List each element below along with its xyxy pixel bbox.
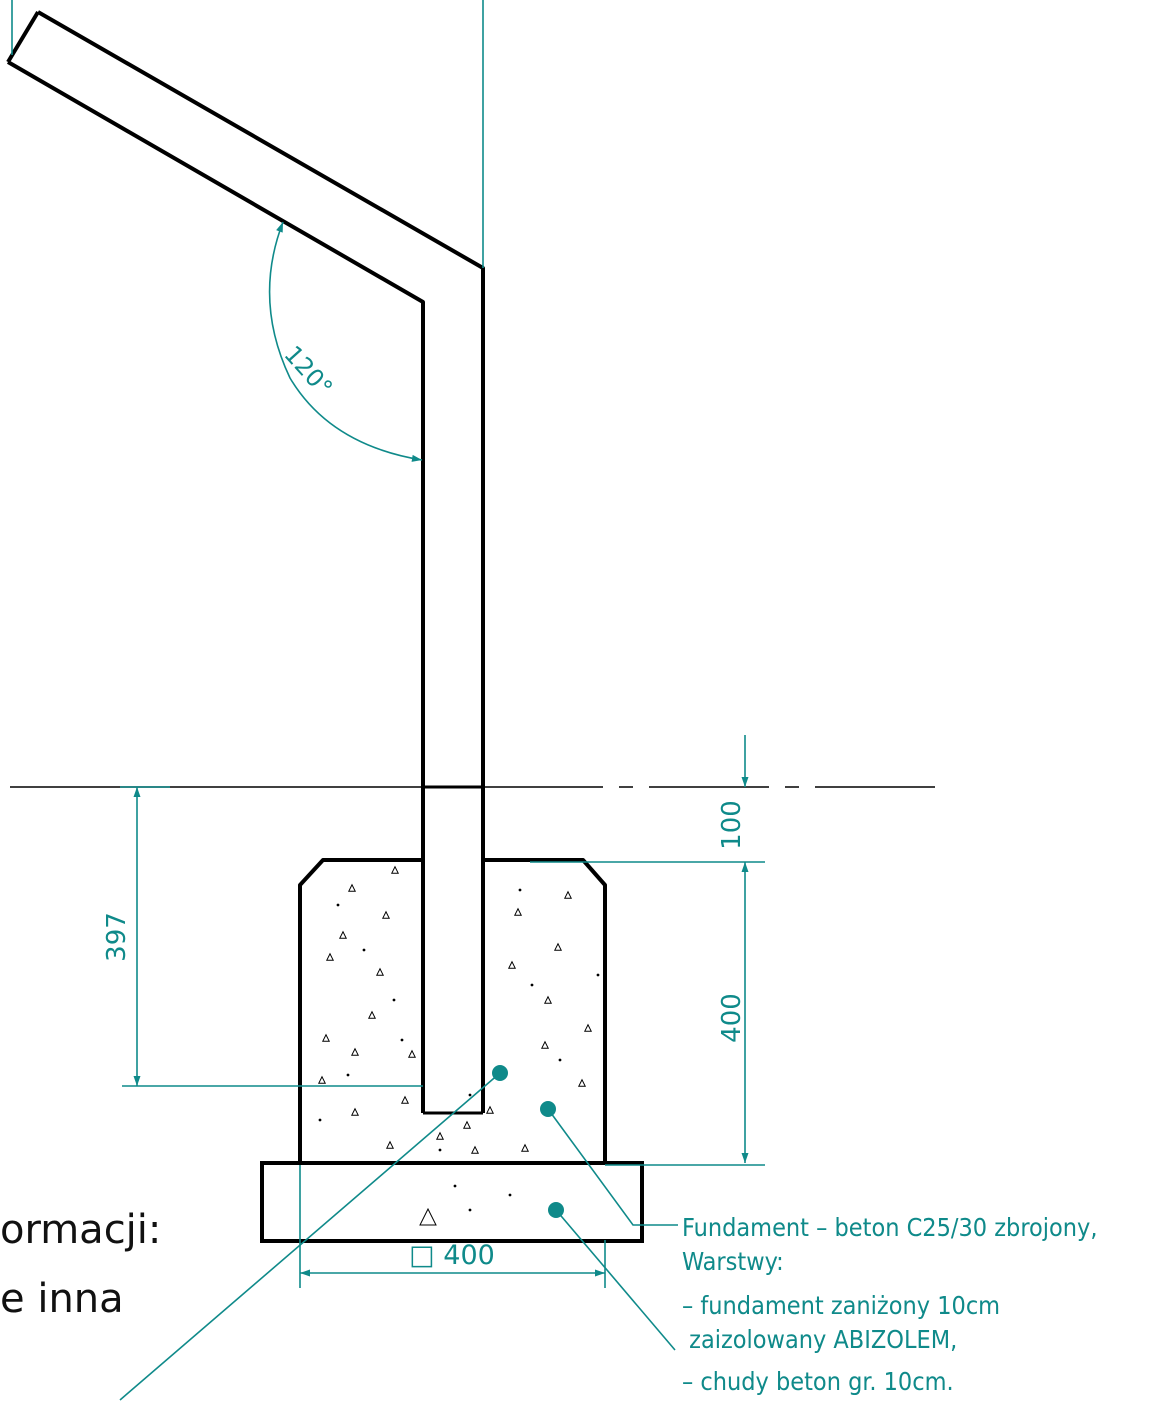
aggregate-mark [325, 952, 335, 961]
aggregate-mark [553, 942, 563, 951]
note-line-4: zaizolowany ABIZOLEM, [682, 1325, 957, 1354]
aggregate-mark [485, 1105, 495, 1114]
aggregate-dot [508, 1193, 512, 1197]
aggregate-mark [462, 1120, 472, 1129]
aggregate-dot [318, 1118, 322, 1122]
aggregate-dot [453, 1184, 457, 1188]
aggregate-mark [507, 960, 517, 969]
aggregate-mark [543, 995, 553, 1004]
aggregate-mark [381, 910, 391, 919]
aggregate-dot [530, 983, 534, 987]
aggregate-mark [350, 1047, 360, 1056]
post-outline [6, 10, 485, 1115]
aggregate-mark [583, 1023, 593, 1032]
lean-concrete-slab [260, 1161, 644, 1243]
note-line-2: Warstwy: [682, 1247, 784, 1276]
note-line-3: – fundament zaniżony 10cm [682, 1291, 1000, 1320]
aggregate-mark [435, 1131, 445, 1140]
aggregate-mark [338, 930, 348, 939]
aggregate-mark [419, 1207, 437, 1226]
aggregate-mark [350, 1107, 360, 1116]
aggregate-dot [438, 1148, 442, 1152]
foundation-block [298, 858, 607, 1164]
aggregate-dot [362, 948, 366, 952]
aggregate-dot [400, 1038, 404, 1042]
specification-note: Fundament – beton C25/30 zbrojony, Warst… [682, 1213, 1098, 1396]
aggregate-mark [407, 1049, 417, 1058]
aggregate-mark [563, 890, 573, 899]
aggregate-mark [520, 1143, 530, 1152]
aggregate-mark [367, 1010, 377, 1019]
aggregate-dot [596, 973, 600, 977]
dimension-lines [11, 0, 765, 1401]
aggregate-mark [317, 1075, 327, 1084]
cover-label: 100 [717, 800, 747, 850]
note-line-5: – chudy beton gr. 10cm. [682, 1367, 954, 1396]
aggregate-dot [468, 1093, 472, 1097]
cutoff-text-1: ormacji: [0, 1207, 161, 1253]
aggregate-dot [336, 903, 340, 907]
aggregate-mark [400, 1095, 410, 1104]
cutoff-text-2: e inna [0, 1276, 124, 1322]
embed-depth-label: 397 [102, 912, 132, 962]
note-line-1: Fundament – beton C25/30 zbrojony, [682, 1213, 1098, 1242]
aggregate-mark [513, 907, 523, 916]
aggregate-dot [468, 1208, 472, 1212]
aggregate-dot [346, 1073, 350, 1077]
footing-height-label: 400 [717, 993, 747, 1043]
aggregate-mark [347, 883, 357, 892]
aggregate-dot [518, 888, 522, 892]
aggregate-dot [392, 998, 396, 1002]
aggregate-mark [321, 1033, 331, 1042]
aggregate-dot [558, 1058, 562, 1062]
aggregate-mark [385, 1140, 395, 1149]
leader-dots [492, 1065, 564, 1218]
concrete-hatch [317, 865, 600, 1226]
footing-width-label: □ 400 [409, 1240, 495, 1271]
aggregate-mark [390, 865, 400, 874]
aggregate-mark [577, 1078, 587, 1087]
aggregate-mark [540, 1040, 550, 1049]
aggregate-mark [375, 967, 385, 976]
aggregate-mark [470, 1145, 480, 1154]
